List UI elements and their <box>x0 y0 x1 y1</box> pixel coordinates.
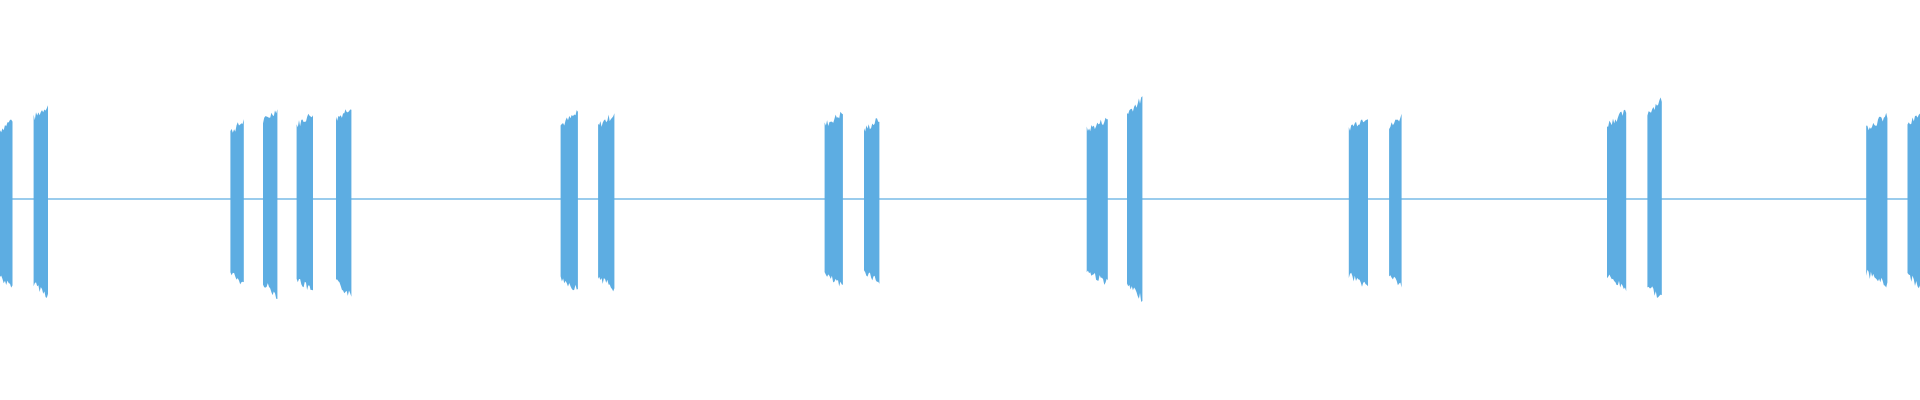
waveform-burst-3 <box>230 119 244 285</box>
waveform-bursts <box>0 96 1920 302</box>
waveform-burst-11 <box>1086 117 1108 285</box>
waveform-burst-7 <box>560 110 578 291</box>
waveform-burst-10 <box>864 118 880 284</box>
waveform-burst-2 <box>33 105 48 298</box>
waveform-burst-14 <box>1389 113 1402 288</box>
waveform-burst-9 <box>824 111 843 287</box>
waveform-burst-5 <box>296 113 313 291</box>
waveform-burst-8 <box>598 113 615 292</box>
waveform-burst-1 <box>0 119 13 288</box>
waveform-burst-12 <box>1127 96 1143 302</box>
waveform-burst-16 <box>1647 97 1662 298</box>
waveform-burst-4 <box>263 109 278 299</box>
waveform-burst-15 <box>1607 109 1627 292</box>
waveform-burst-13 <box>1348 119 1368 287</box>
waveform-burst-18 <box>1907 113 1920 289</box>
waveform-burst-6 <box>336 109 352 297</box>
waveform-burst-17 <box>1866 112 1888 288</box>
